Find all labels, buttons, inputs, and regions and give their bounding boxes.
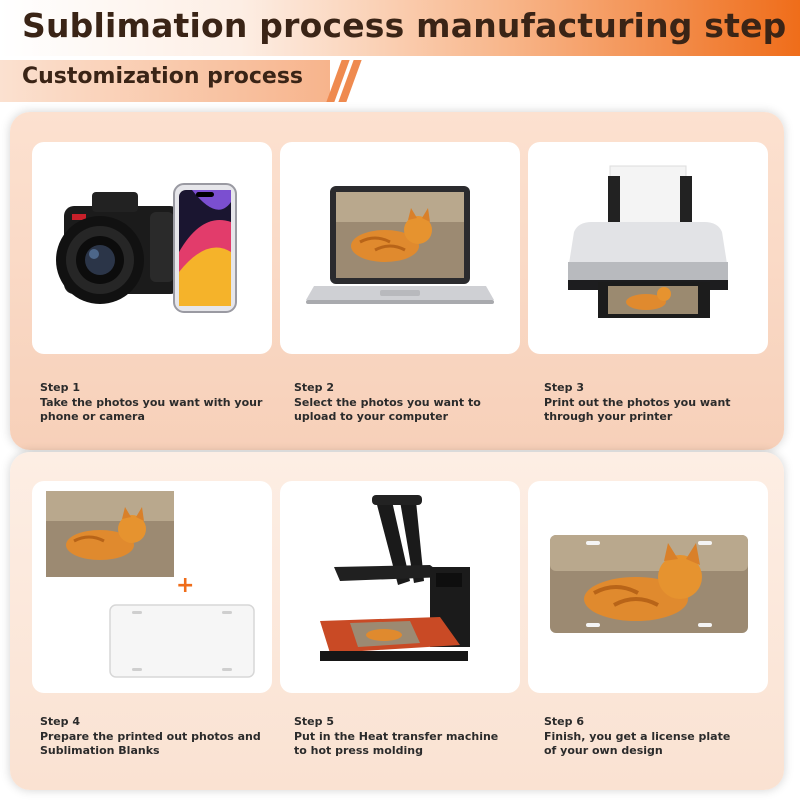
step-2-text: Step 2 Select the photos you want to upl… bbox=[294, 381, 534, 425]
step-3-text: Step 3 Print out the photos you want thr… bbox=[544, 381, 784, 425]
step-4-text: Step 4 Prepare the printed out photos an… bbox=[40, 715, 280, 759]
step-4-image-card: + bbox=[32, 481, 272, 693]
heat-press-illustration bbox=[320, 495, 470, 661]
printer-illustration bbox=[568, 165, 728, 318]
camera-and-phone-illustration bbox=[56, 183, 237, 313]
page-title: Sublimation process manufacturing step bbox=[22, 6, 787, 45]
step-5-image-card bbox=[280, 481, 520, 693]
step-description: Prepare the printed out photos and Subli… bbox=[40, 729, 261, 758]
step-6-text: Step 6 Finish, you get a license plate o… bbox=[544, 715, 784, 759]
laptop-illustration bbox=[306, 186, 494, 304]
step-label: Step 2 bbox=[294, 381, 334, 394]
step-description: Put in the Heat transfer machine to hot … bbox=[294, 729, 499, 758]
step-3-image-card bbox=[528, 142, 768, 354]
finished-license-plate-illustration bbox=[550, 535, 748, 633]
step-label: Step 5 bbox=[294, 715, 334, 728]
step-1-text: Step 1 Take the photos you want with you… bbox=[40, 381, 280, 425]
step-description: Select the photos you want to upload to … bbox=[294, 395, 481, 424]
step-description: Finish, you get a license plate of your … bbox=[544, 729, 731, 758]
step-2-image-card bbox=[280, 142, 520, 354]
header-bar bbox=[0, 0, 800, 56]
step-label: Step 4 bbox=[40, 715, 80, 728]
step-6-image-card bbox=[528, 481, 768, 693]
section-subtitle: Customization process bbox=[22, 64, 304, 89]
step-label: Step 6 bbox=[544, 715, 584, 728]
step-5-text: Step 5 Put in the Heat transfer machine … bbox=[294, 715, 534, 759]
plus-sign: + bbox=[176, 573, 195, 598]
step-description: Take the photos you want with your phone… bbox=[40, 395, 263, 424]
step-label: Step 3 bbox=[544, 381, 584, 394]
step-1-image-card bbox=[32, 142, 272, 354]
photo-and-blank-plate-illustration bbox=[46, 491, 255, 678]
step-label: Step 1 bbox=[40, 381, 80, 394]
step-description: Print out the photos you want through yo… bbox=[544, 395, 731, 424]
subtitle-bar bbox=[0, 60, 330, 102]
